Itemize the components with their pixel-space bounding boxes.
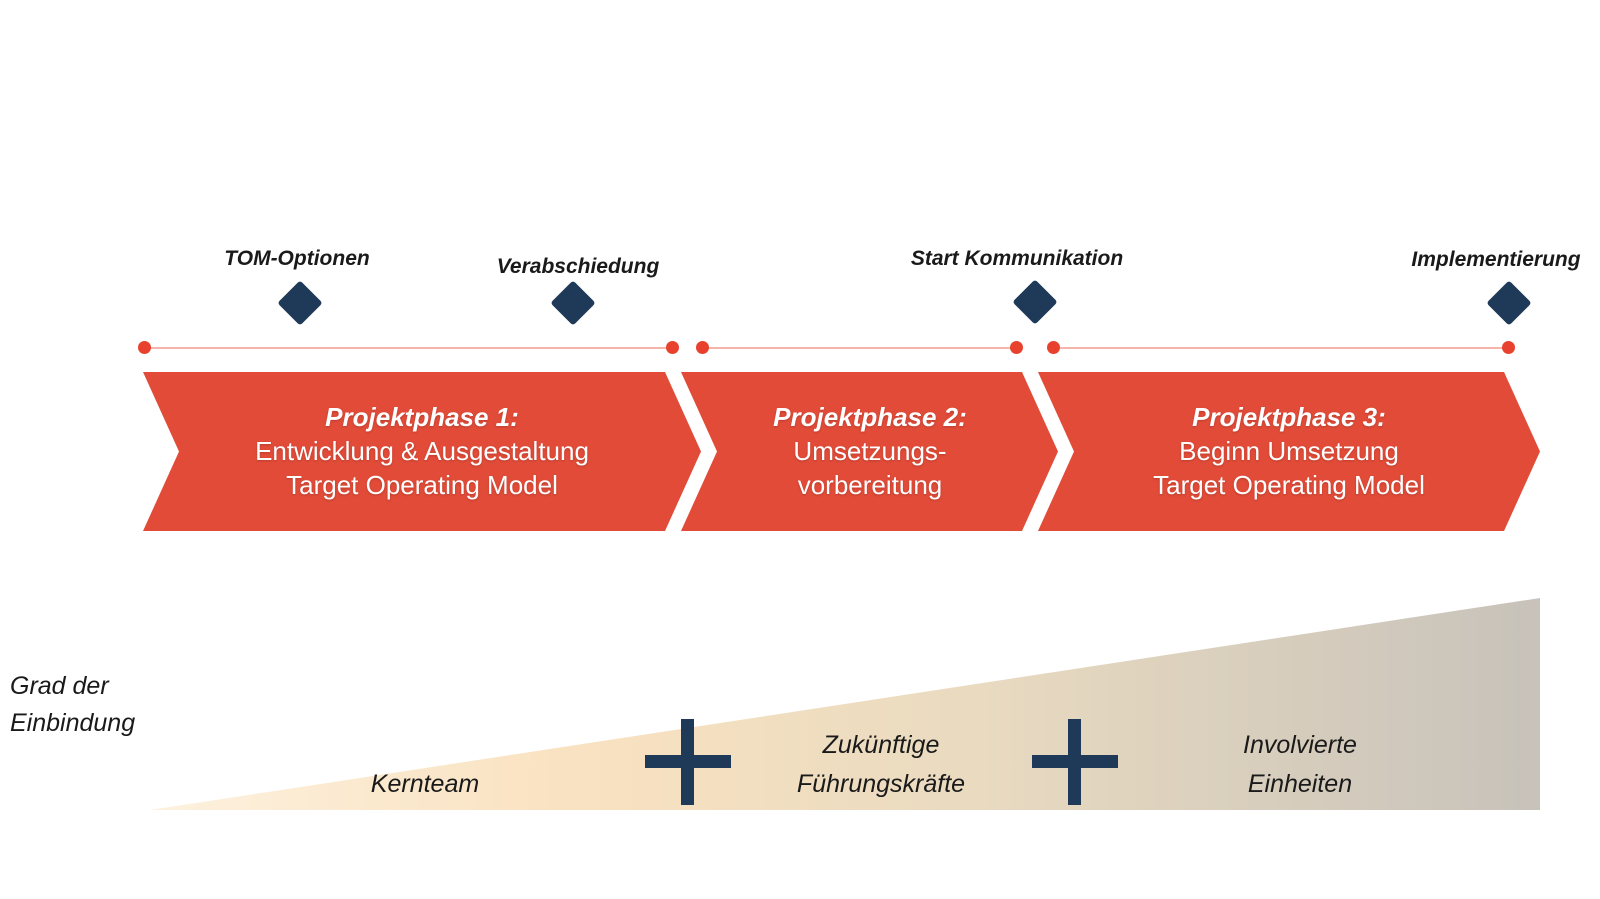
plus-icon — [645, 719, 731, 805]
phase-1-text: Projektphase 1: Entwicklung & Ausgestalt… — [182, 400, 662, 502]
milestone-label-verabschiedung: Verabschiedung — [496, 255, 660, 278]
phase-1-line1: Entwicklung & Ausgestaltung — [255, 436, 589, 466]
timeline-dot — [1502, 341, 1515, 354]
phase-1-line2: Target Operating Model — [286, 470, 558, 500]
phase-3-arrow — [1038, 372, 1540, 531]
milestone-label-tom-optionen: TOM-Optionen — [224, 247, 370, 270]
group-label-fuehrungskraefte: Zukünftige Führungskräfte — [797, 726, 965, 804]
group-1-line1: Kernteam — [370, 770, 480, 798]
engagement-axis-line1: Grad der — [10, 672, 109, 700]
timeline-segment-3 — [1060, 347, 1503, 349]
timeline-dot — [1047, 341, 1060, 354]
phase-1-title: Projektphase 1: — [325, 402, 519, 432]
plus-icon-horizontal-bar — [1032, 755, 1118, 768]
engagement-axis-label: Grad der Einbindung — [10, 668, 135, 742]
engagement-gradient-triangle — [150, 598, 1540, 810]
timeline-dot — [1010, 341, 1023, 354]
phase-2-line2: vorbereitung — [797, 470, 943, 500]
plus-icon — [1032, 719, 1118, 805]
phase-1-arrow — [143, 372, 701, 531]
group-2-line1: Zukünftige — [822, 731, 940, 759]
phase-2-text: Projektphase 2: Umsetzungs- vorbereitung — [710, 400, 1030, 502]
timeline-segment-1 — [150, 347, 666, 349]
phase-3-title: Projektphase 3: — [1192, 402, 1386, 432]
milestone-label-implementierung: Implementierung — [1411, 248, 1581, 271]
timeline-dot — [666, 341, 679, 354]
timeline-segment-2 — [709, 347, 1011, 349]
phase-3-line1: Beginn Umsetzung — [1179, 436, 1399, 466]
group-label-kernteam: Kernteam — [371, 765, 479, 804]
phase-2-line1: Umsetzungs- — [793, 436, 947, 466]
phase-3-text: Projektphase 3: Beginn Umsetzung Target … — [1069, 400, 1509, 502]
group-3-line2: Einheiten — [1247, 770, 1353, 798]
phase-2-title: Projektphase 2: — [773, 402, 967, 432]
group-3-line1: Involvierte — [1243, 731, 1357, 759]
phase-3-line2: Target Operating Model — [1153, 470, 1425, 500]
engagement-axis-line2: Einbindung — [10, 709, 136, 737]
group-2-line2: Führungskräfte — [796, 770, 966, 798]
phase-2-arrow — [681, 372, 1058, 531]
milestone-label-start-kommunikation: Start Kommunikation — [910, 247, 1124, 270]
timeline-dot — [696, 341, 709, 354]
group-label-involvierte-einheiten: Involvierte Einheiten — [1243, 726, 1357, 804]
timeline-dot — [138, 341, 151, 354]
plus-icon-horizontal-bar — [645, 755, 731, 768]
